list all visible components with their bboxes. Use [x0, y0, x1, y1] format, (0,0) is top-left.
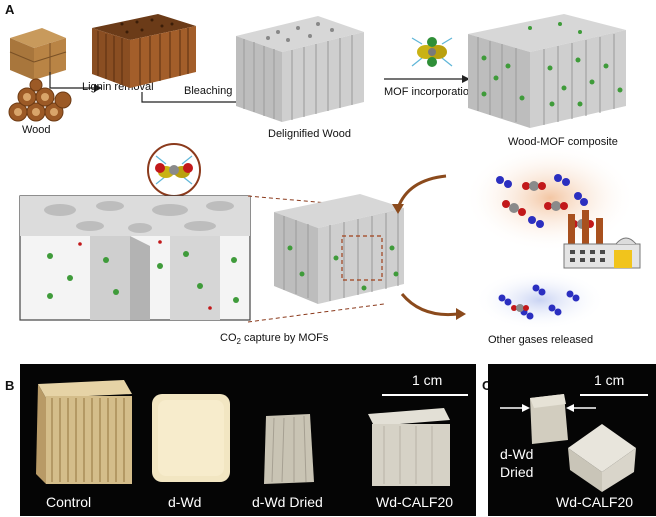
co2-capture-label: CO2 capture by MOFs — [220, 332, 328, 346]
factory-icon — [563, 210, 641, 269]
width-indicator-arrows-icon — [500, 404, 596, 412]
panel-c-d-wd-label: d-Wd — [500, 446, 534, 462]
wood-logs-icon — [8, 78, 72, 122]
wd-calf20-label: Wd-CALF20 — [376, 494, 454, 510]
lignin-removal-arrow-icon — [49, 72, 102, 92]
d-wd-dried-label: d-Wd Dried — [252, 494, 323, 510]
panel-a-letter: A — [5, 2, 15, 17]
panel-b-photo: 1 cm Control d-Wd d-Wd Dried Wd-CALF20 — [20, 364, 476, 516]
released-gas-cloud-icon — [474, 270, 606, 330]
d-wd-sample-photo — [152, 394, 230, 482]
co2-prefix: CO — [220, 332, 237, 344]
wd-calf20-sample-photo — [368, 408, 450, 486]
panel-c-scale-label: 1 cm — [594, 372, 625, 388]
zoomed-pore-section-icon — [19, 195, 251, 321]
panel-b-scale-bar — [382, 394, 468, 396]
wood-crate-icon — [9, 28, 67, 80]
panel-c-scale-bar — [580, 394, 648, 396]
control-sample-photo — [36, 380, 132, 484]
panel-c-photo: 1 cm d-Wd Dried Wd-CALF20 — [488, 364, 656, 516]
cycle-arrows-icon — [392, 174, 466, 320]
control-label: Control — [46, 494, 92, 510]
co2-subscript: 2 — [236, 337, 241, 347]
co2-suffix: capture by MOFs — [240, 332, 329, 344]
wood-mof-composite-block-icon — [468, 14, 626, 128]
mof-particle-icon — [411, 37, 453, 67]
d-wd-dried-sample-photo — [264, 414, 314, 484]
delignified-wood-block-icon — [236, 16, 364, 122]
mof-incorporation-arrow-icon — [384, 75, 470, 83]
natural-wood-block-icon — [92, 14, 196, 88]
composite-capture-block-icon — [274, 194, 404, 304]
wood-label: Wood — [22, 124, 51, 136]
bleaching-label: Bleaching — [184, 85, 233, 97]
panel-c-d-wd-dried-photo — [530, 394, 568, 444]
panel-c-wd-calf20-photo — [568, 424, 636, 492]
panel-b-scale-label: 1 cm — [412, 372, 443, 388]
panel-b-letter: B — [5, 378, 15, 393]
delignified-wood-label: Delignified Wood — [268, 128, 351, 140]
panel-c-dried-label: Dried — [500, 464, 534, 480]
other-gases-label: Other gases released — [488, 334, 594, 346]
panel-c-letter: C — [482, 378, 492, 393]
d-wd-label: d-Wd — [168, 494, 202, 510]
panel-c-wd-calf20-label: Wd-CALF20 — [556, 494, 634, 510]
mof-zoom-bubble-icon — [147, 143, 201, 197]
mof-incorporation-label: MOF incorporation — [384, 86, 476, 98]
